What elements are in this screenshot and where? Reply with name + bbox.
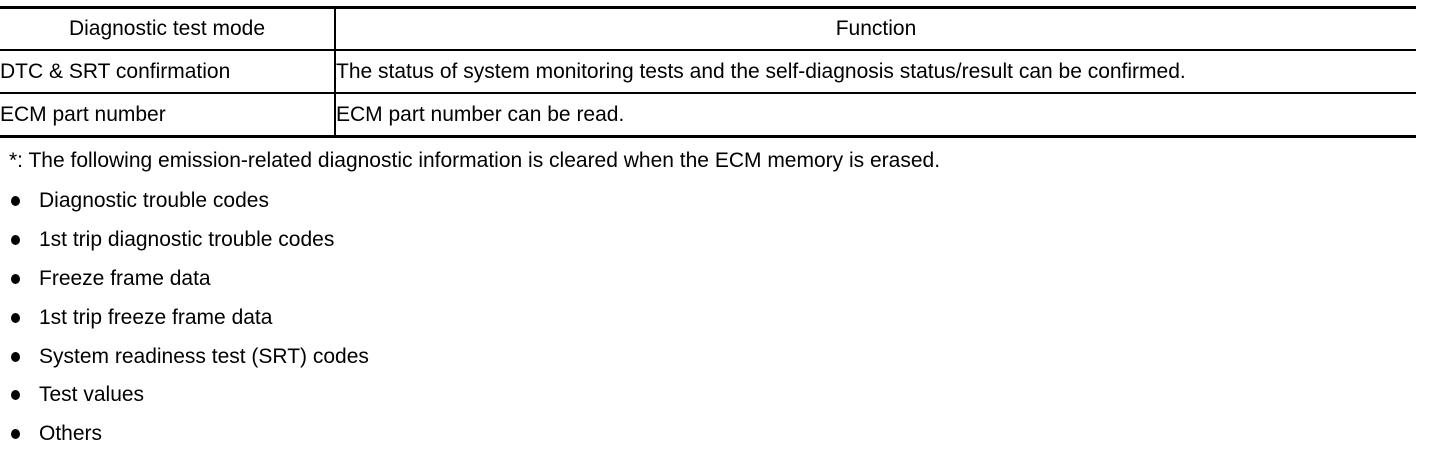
table-header-function: Function: [335, 7, 1416, 51]
cleared-info-list: Diagnostic trouble codes 1st trip diagno…: [0, 182, 1440, 454]
bullet-icon: [11, 351, 20, 362]
table-cell-mode-dtc-srt: DTC & SRT confirmation: [0, 50, 336, 94]
table-row: ECM part number ECM part number can be r…: [0, 93, 1416, 137]
table-row: DTC & SRT confirmation The status of sys…: [0, 50, 1416, 94]
list-item-label: Freeze frame data: [39, 266, 211, 290]
bullet-icon: [11, 390, 20, 401]
bullet-icon: [11, 312, 20, 323]
list-item-label: Others: [39, 422, 103, 446]
list-item: Diagnostic trouble codes: [0, 182, 1440, 221]
bullet-icon: [11, 273, 20, 284]
list-item-label: 1st trip freeze frame data: [39, 305, 273, 329]
document-page: Diagnostic test mode Function DTC & SRT …: [0, 6, 1416, 445]
list-item: Test values: [0, 376, 1440, 415]
bullet-icon: [11, 196, 20, 207]
list-item: 1st trip diagnostic trouble codes: [0, 221, 1440, 260]
table-cell-function-ecm-part-number: ECM part number can be read.: [336, 102, 625, 126]
list-item-label: Diagnostic trouble codes: [39, 189, 269, 213]
diagnostic-test-mode-table: Diagnostic test mode Function DTC & SRT …: [0, 6, 1416, 138]
list-item-label: System readiness test (SRT) codes: [39, 344, 369, 368]
table-cell-mode-ecm-part-number: ECM part number: [0, 93, 336, 137]
footnote: *: The following emission-related diagno…: [9, 149, 941, 172]
table-header-diagnostic-test-mode: Diagnostic test mode: [0, 7, 336, 51]
bullet-icon: [11, 429, 20, 440]
list-item: System readiness test (SRT) codes: [0, 337, 1440, 376]
list-item-label: Test values: [39, 383, 145, 407]
bullet-icon: [11, 235, 20, 246]
list-item-label: 1st trip diagnostic trouble codes: [39, 228, 335, 252]
list-item: Others: [0, 415, 1440, 454]
list-item: Freeze frame data: [0, 260, 1440, 299]
table-header-row: Diagnostic test mode Function: [0, 7, 1416, 51]
list-item: 1st trip freeze frame data: [0, 298, 1440, 337]
table-cell-function-dtc-srt: The status of system monitoring tests an…: [335, 50, 1416, 94]
